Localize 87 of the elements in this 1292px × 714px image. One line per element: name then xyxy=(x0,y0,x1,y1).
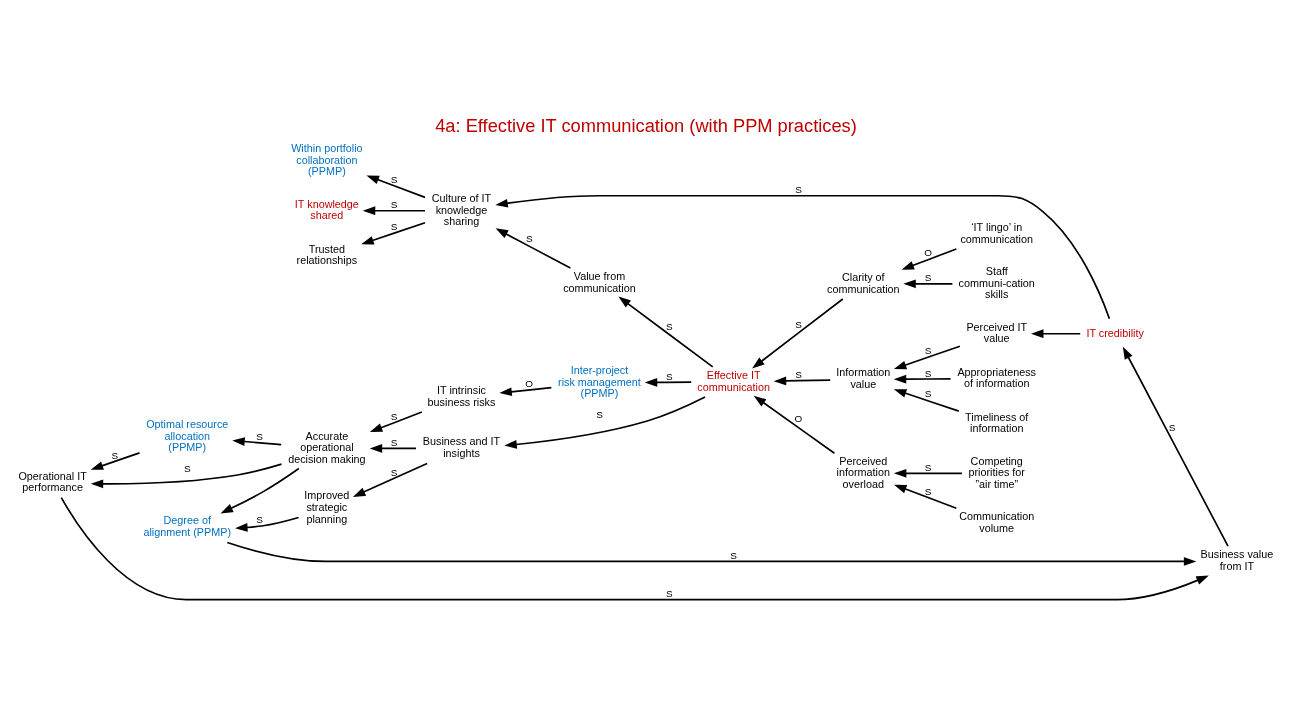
arrow xyxy=(499,386,553,397)
node-text: Business and IT insights xyxy=(422,435,501,460)
edge-label: S xyxy=(525,232,533,244)
node-text: Improved strategic planning xyxy=(304,489,350,525)
edge-label: S xyxy=(183,463,191,475)
node-text: Optimal resource allocation (PPMP) xyxy=(146,417,229,454)
arrow xyxy=(753,395,836,455)
arrow xyxy=(60,496,1209,601)
node-text: Culture of IT knowledge sharing xyxy=(431,191,492,228)
node-text: Competing priorities for ”air time” xyxy=(968,454,1025,490)
edge-label: O xyxy=(794,413,803,425)
node-text: Business value from IT xyxy=(1200,548,1274,573)
node-text: IT credibility xyxy=(1086,326,1144,339)
node-text: IT intrinsic business risks xyxy=(427,383,496,408)
arrow xyxy=(893,389,960,412)
edge-label: S xyxy=(1168,422,1176,434)
arrow xyxy=(495,228,572,269)
arrow xyxy=(362,206,426,216)
node-text: Communication volume xyxy=(959,510,1035,534)
arrow xyxy=(1122,346,1229,547)
edge-label: S xyxy=(390,410,398,422)
node-text: Effective IT communication xyxy=(697,368,770,393)
arrow xyxy=(90,463,283,489)
node-text: Appropriateness of information xyxy=(957,365,1037,390)
edge-label: S xyxy=(795,183,802,195)
node-text: Operational IT performance xyxy=(18,469,87,494)
node-text: Information value xyxy=(836,366,891,391)
arrow xyxy=(893,345,961,370)
edge-label: O xyxy=(525,378,534,390)
arrow xyxy=(495,194,1111,320)
arrow xyxy=(220,467,300,514)
edge-label: S xyxy=(390,436,398,448)
edge-label: S xyxy=(256,513,263,525)
arrow xyxy=(894,484,958,510)
edge-label: S xyxy=(390,198,398,210)
edge-label: S xyxy=(795,369,802,381)
edge-label: S xyxy=(924,272,932,284)
arrow xyxy=(361,221,426,245)
arrow xyxy=(504,396,706,449)
arrow xyxy=(901,248,958,270)
arrow xyxy=(903,279,954,289)
edge-label: S xyxy=(924,388,932,400)
edge-label: S xyxy=(665,587,673,599)
arrow xyxy=(366,175,426,199)
node-text: IT knowledge shared xyxy=(294,197,359,222)
edge-label: S xyxy=(390,466,398,478)
node-text: Inter-project risk management (PPMP) xyxy=(558,363,641,400)
arrow xyxy=(90,452,141,470)
edge-label: S xyxy=(730,549,738,561)
arrow xyxy=(752,298,844,369)
node-text: Perceived IT value xyxy=(966,320,1028,345)
arrow xyxy=(232,437,283,446)
node-text: Timeliness of information xyxy=(965,410,1029,435)
arrow xyxy=(226,541,1197,566)
edge-label: S xyxy=(596,409,603,421)
arrow xyxy=(235,516,300,532)
node-text: Accurate operational decision making xyxy=(288,429,366,465)
arrow xyxy=(369,444,417,453)
edge-label: S xyxy=(924,345,932,357)
node-text: Within portfolio collaboration (PPMP) xyxy=(291,142,363,178)
node-text: Clarity of communication xyxy=(827,270,900,295)
edge-label: O xyxy=(924,247,933,259)
arrow xyxy=(618,296,714,368)
arrow xyxy=(352,462,428,497)
node-text: Trusted relationships xyxy=(296,242,358,267)
arrow xyxy=(644,378,693,387)
edge-label: S xyxy=(665,321,673,333)
edge-label: S xyxy=(924,367,932,379)
edge-label: S xyxy=(924,485,932,497)
edge-label: S xyxy=(924,461,932,473)
node-text: Degree of alignment (PPMP) xyxy=(143,514,232,539)
diagram-title: 4a: Effective IT communication (with PPM practices) xyxy=(435,115,857,137)
edge-label: S xyxy=(795,318,802,330)
arrow xyxy=(773,376,832,386)
node-text: ‘IT lingo’ in communication xyxy=(960,221,1034,245)
arrow xyxy=(893,469,963,478)
edge-label: S xyxy=(256,430,263,442)
node-text: Staff communi-cation skills xyxy=(958,265,1035,301)
edge-label: S xyxy=(665,370,673,382)
edge-label: S xyxy=(111,449,119,461)
edge-label: S xyxy=(390,173,398,185)
arrow xyxy=(1031,329,1082,339)
node-text: Perceived information overload xyxy=(836,454,891,490)
arrow xyxy=(893,374,952,384)
arrow xyxy=(369,411,423,433)
edge-label: S xyxy=(390,221,398,233)
node-text: Value from communication xyxy=(563,270,636,294)
